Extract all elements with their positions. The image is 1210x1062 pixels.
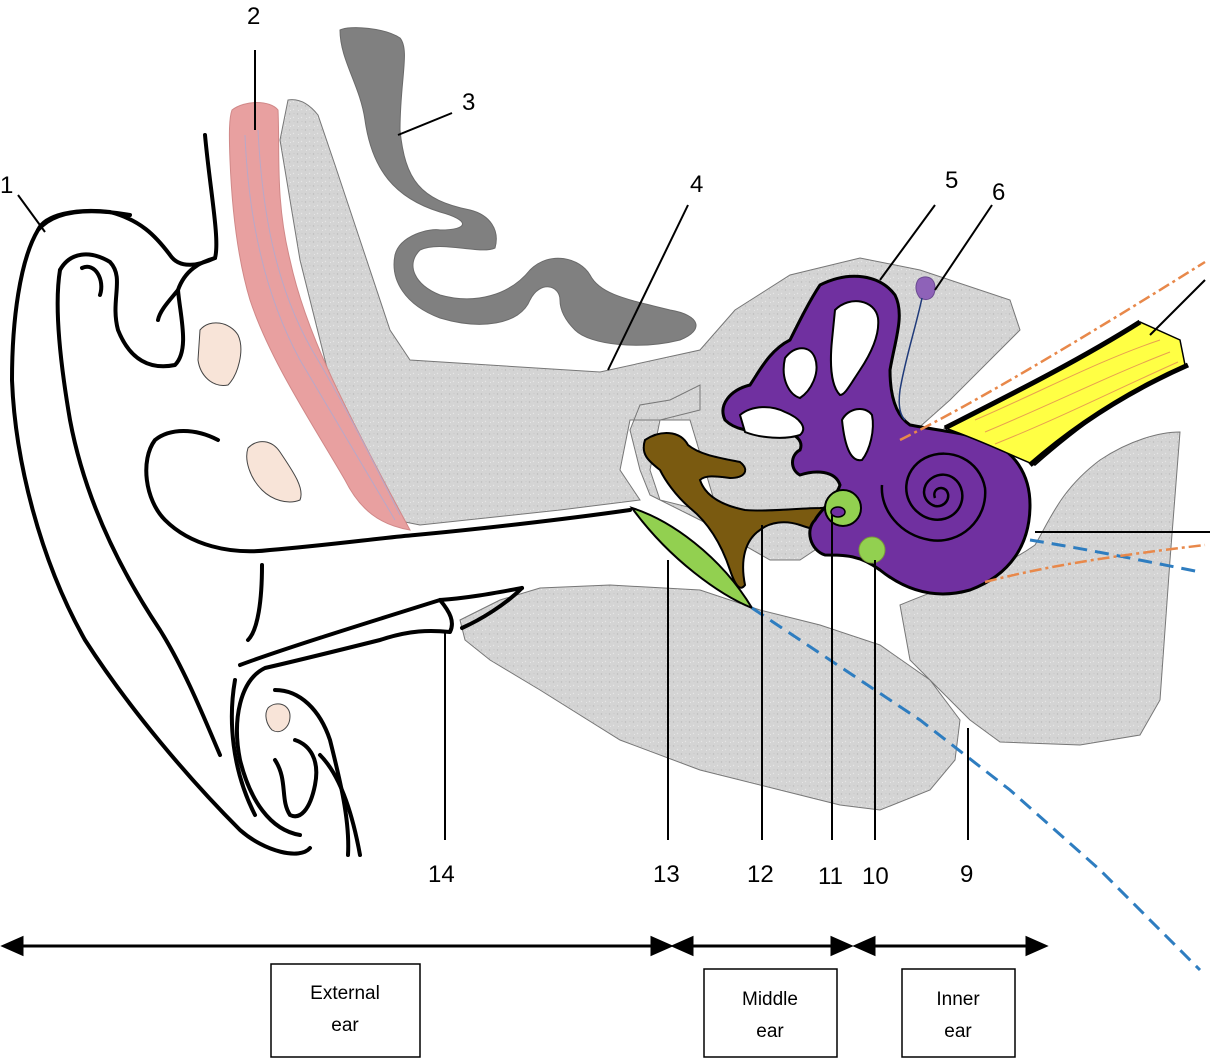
cartilage-1 <box>198 323 241 386</box>
external-ear-line1: External <box>310 983 380 1004</box>
cartilage-3 <box>266 704 290 732</box>
inner-ear-line2: ear <box>944 1021 972 1042</box>
label-3: 3 <box>462 89 475 116</box>
round-window <box>859 537 885 563</box>
label-11: 11 <box>818 863 843 890</box>
label-9: 9 <box>960 861 973 888</box>
label-2: 2 <box>247 3 260 30</box>
inner-ear-box <box>902 969 1015 1057</box>
label-14: 14 <box>428 861 455 888</box>
endolymphatic-sac <box>916 277 935 300</box>
middle-ear-box <box>704 969 837 1057</box>
label-12: 12 <box>747 861 774 888</box>
middle-ear-line2: ear <box>756 1021 784 1042</box>
region-arrows <box>4 938 1045 954</box>
label-13: 13 <box>653 861 680 888</box>
inner-ear-line1: Inner <box>936 989 980 1010</box>
stapes-footplate <box>831 507 845 517</box>
middle-ear-line1: Middle <box>742 989 798 1010</box>
label-5: 5 <box>945 167 958 194</box>
label-4: 4 <box>690 171 703 198</box>
label-6: 6 <box>992 179 1005 206</box>
external-ear-line2: ear <box>331 1015 359 1036</box>
label-10: 10 <box>862 863 889 890</box>
cartilage-2 <box>247 442 301 502</box>
external-ear-box <box>271 964 420 1057</box>
label-1: 1 <box>0 172 13 199</box>
